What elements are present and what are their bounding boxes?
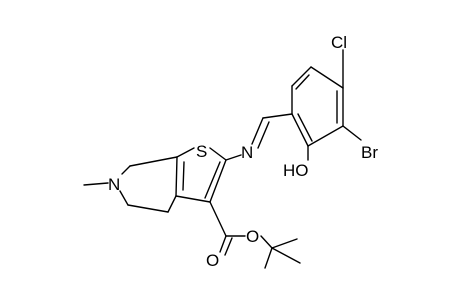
chlorine-label: Cl [331,33,347,52]
bond-tbu-me3 [271,238,298,249]
bond-carbonyl-o-double [224,237,233,256]
bond-c3a-c7a [175,156,178,197]
imine-nitrogen-label: N [241,143,253,162]
bond-aryl-br [342,125,362,141]
bond-ch2n-c7a [129,156,178,167]
bond-ch2n-n [121,165,131,175]
bond-n-c5 [119,190,129,206]
ester-oxygen-label: O [246,227,259,246]
bond-o-ester-tbu [260,235,273,249]
bond-c2-c3 [209,159,227,203]
bond-aryl-5-6-double [295,74,310,90]
bond-aryl-4-5 [310,66,344,89]
bond-n-imine-ch [251,117,264,145]
bond-c3a-c7a-double [182,161,185,191]
bond-aryl-1-2-double [297,113,313,142]
bond-ch-aryl [262,113,293,119]
carbonyl-oxygen-label: O [206,251,219,270]
ring-nitrogen-label: N [108,175,120,194]
bond-tbu-me1 [264,247,273,269]
bond-c2-n-imine [225,154,242,161]
bromine-label: Br [361,143,378,162]
bond-c3-c3a [175,195,211,203]
bond-c5-c4 [127,204,169,213]
bond-aryl-2-3 [307,125,344,147]
bond-c2-c3-double [204,161,221,199]
bond-c7a-s [176,147,195,158]
bonds [83,49,362,269]
atom-labels: Cl Br HO N S N O O [108,33,378,270]
hydroxyl-label: HO [283,161,309,180]
bond-aryl-5-6 [291,66,312,87]
bond-n-imine-ch-double [257,121,270,149]
bond-n-methyl [83,182,109,186]
bond-c3-carbonyl [209,201,227,237]
bond-carbonyl-o [219,235,227,253]
bond-c4-c3a [167,195,177,213]
sulfur-label: S [196,142,207,161]
bond-aryl-1-2 [291,113,309,147]
bond-tbu-me2 [271,247,301,264]
bond-s-c2 [209,147,227,161]
